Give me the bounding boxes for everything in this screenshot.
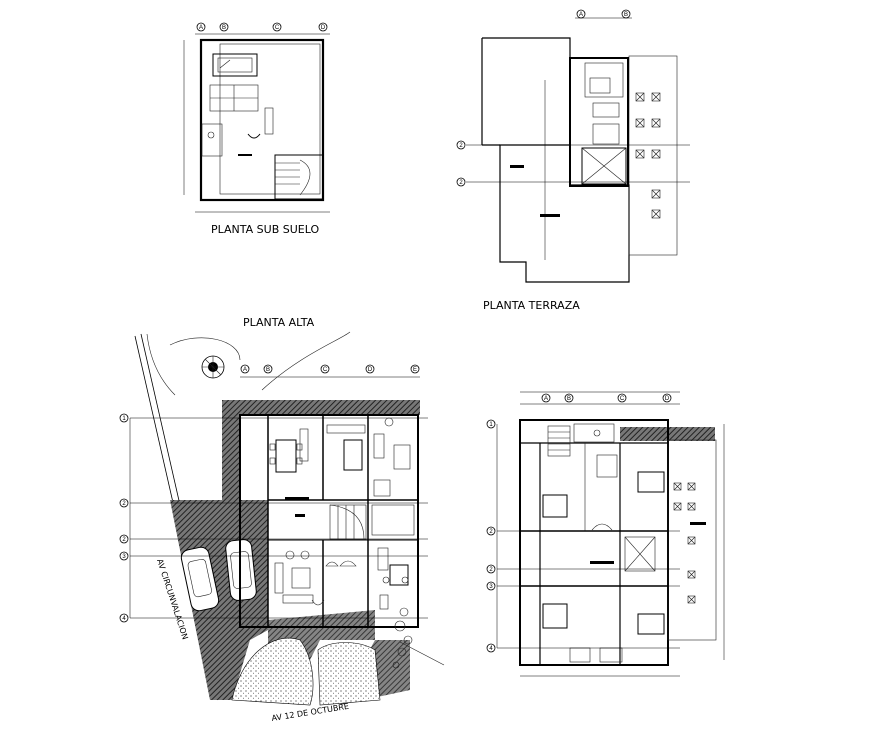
right-axis-b: B xyxy=(564,393,574,403)
svg-text:A: A xyxy=(243,367,247,373)
svg-text:B: B xyxy=(222,25,226,31)
right-axis-d: D xyxy=(662,393,672,403)
svg-text:B: B xyxy=(567,396,571,402)
svg-text:A: A xyxy=(199,25,203,31)
svg-text:D: D xyxy=(665,396,670,402)
svg-text:C: C xyxy=(620,396,625,402)
svg-text:1: 1 xyxy=(122,416,126,422)
upper-axis-3: 3 xyxy=(119,551,129,561)
svg-text:D: D xyxy=(368,367,373,373)
right-axis-a: A xyxy=(541,393,551,403)
svg-text:2: 2 xyxy=(122,537,126,543)
svg-text:C: C xyxy=(323,367,328,373)
car-left xyxy=(180,546,220,612)
upper-axis-2b: 2 xyxy=(119,534,129,544)
right-axis-4: 4 xyxy=(486,643,496,653)
upper-axis-e: E xyxy=(410,364,420,374)
svg-text:2: 2 xyxy=(489,567,493,573)
svg-text:B: B xyxy=(624,12,628,18)
right-axis-2b: 2 xyxy=(486,564,496,574)
svg-text:A: A xyxy=(579,12,583,18)
svg-text:E: E xyxy=(413,367,417,373)
upper-axis-d: D xyxy=(365,364,375,374)
svg-text:A: A xyxy=(544,396,548,402)
tree-symbol xyxy=(201,355,225,379)
terrace-plan-title: PLANTA TERRAZA xyxy=(483,299,580,312)
terrace-axis-2a: 2 xyxy=(456,140,466,150)
terrace-skylights xyxy=(635,92,661,219)
svg-text:B: B xyxy=(266,367,270,373)
svg-text:4: 4 xyxy=(122,616,126,622)
svg-text:D: D xyxy=(321,25,326,31)
upper-axis-2: 2 xyxy=(119,498,129,508)
upper-plan: PLANTA ALTA A B C D E 1 2 2 3 4 xyxy=(119,316,445,723)
garden-plants xyxy=(392,607,413,669)
upper-axis-a: A xyxy=(240,364,250,374)
basement-axis-a: A xyxy=(196,22,206,32)
svg-text:2: 2 xyxy=(459,143,463,149)
terrace-axis-b: B xyxy=(621,9,631,19)
upper-stair xyxy=(329,504,367,540)
right-axis-2: 2 xyxy=(486,526,496,536)
svg-text:1: 1 xyxy=(489,422,493,428)
upper-axis-1: 1 xyxy=(119,413,129,423)
svg-text:3: 3 xyxy=(122,554,126,560)
svg-text:2: 2 xyxy=(122,501,126,507)
upper-axis-b: B xyxy=(263,364,273,374)
upper-axis-4: 4 xyxy=(119,613,129,623)
basement-plan-title: PLANTA SUB SUELO xyxy=(211,223,319,236)
basement-axis-b: B xyxy=(219,22,229,32)
right-axis-1: 1 xyxy=(486,419,496,429)
upper-plan-title: PLANTA ALTA xyxy=(243,316,315,329)
terrace-axis-a: A xyxy=(576,9,586,19)
svg-text:4: 4 xyxy=(489,646,493,652)
right-axis-3: 3 xyxy=(486,581,496,591)
svg-text:3: 3 xyxy=(489,584,493,590)
right-axis-c: C xyxy=(617,393,627,403)
svg-text:2: 2 xyxy=(459,180,463,186)
terrace-plan: A B 2 2 xyxy=(456,9,690,312)
basement-axis-d: D xyxy=(318,22,328,32)
upper-axis-c: C xyxy=(320,364,330,374)
svg-text:2: 2 xyxy=(489,529,493,535)
basement-axis-c: C xyxy=(272,22,282,32)
terrace-axis-2b: 2 xyxy=(456,177,466,187)
svg-text:C: C xyxy=(275,25,280,31)
roof-skylights xyxy=(673,482,696,604)
second-floor-plan: A B C D 1 2 2 3 4 xyxy=(486,391,725,677)
basement-plan: A B C D PLANTA SUB SUELO xyxy=(183,22,330,236)
